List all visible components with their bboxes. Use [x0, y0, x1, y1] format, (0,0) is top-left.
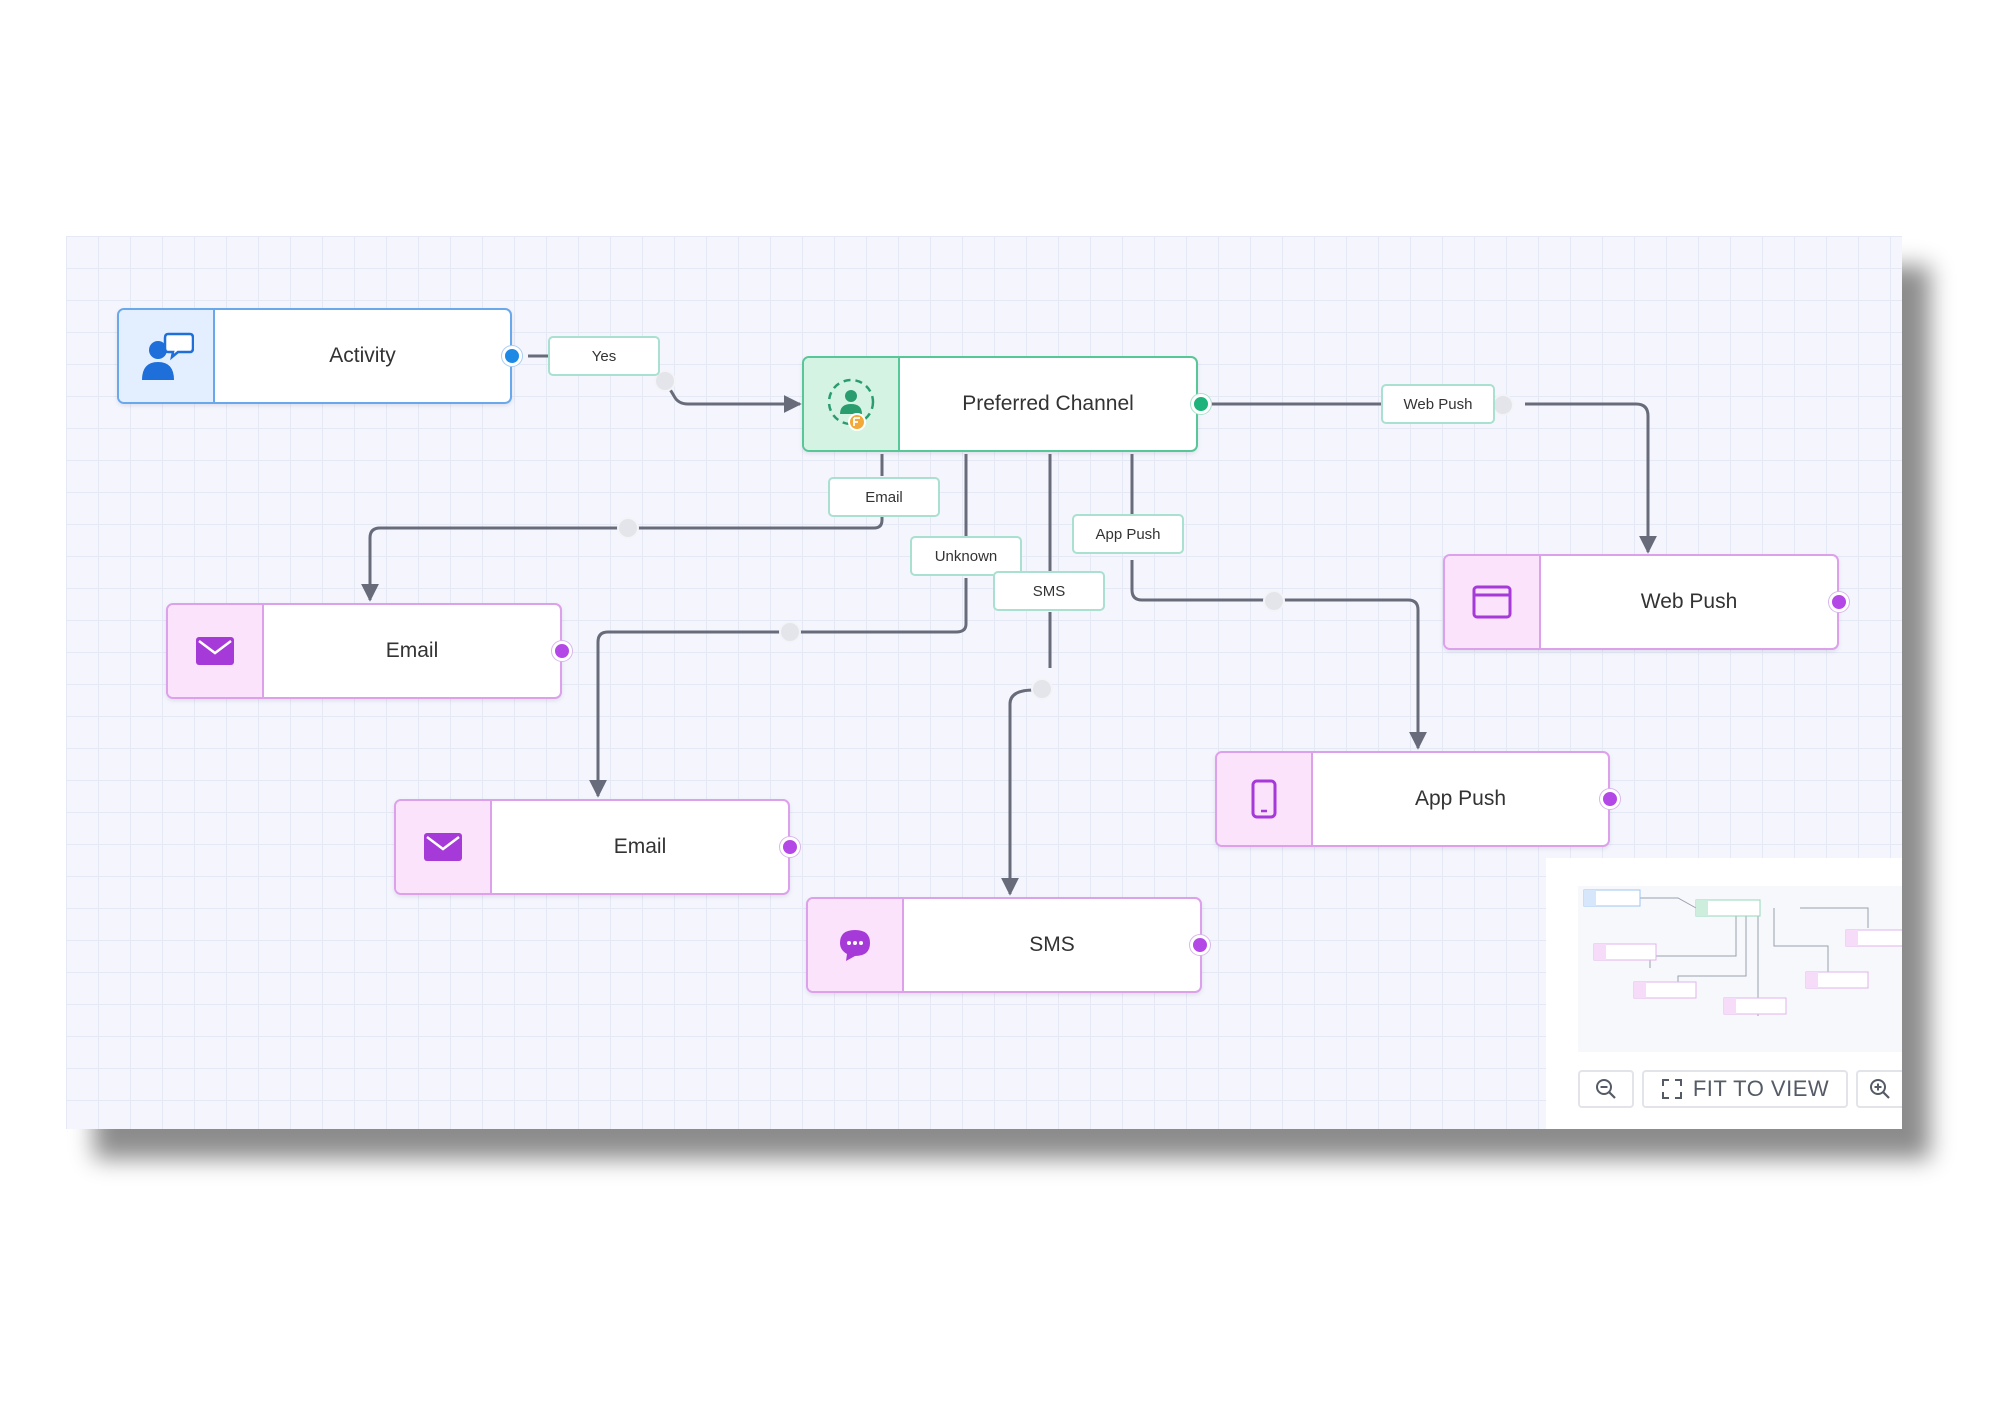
edge-label-web-push[interactable]: Web Push — [1381, 384, 1495, 424]
envelope-icon — [196, 637, 234, 665]
edge-label-unknown[interactable]: Unknown — [910, 536, 1022, 576]
user-chat-icon — [142, 332, 194, 380]
zoom-in-button[interactable] — [1856, 1070, 1902, 1108]
node-email-2-label: Email — [613, 835, 667, 858]
node-email-1-label: Email — [385, 639, 439, 662]
minimap-panel: FIT TO VIEW — [1546, 858, 1909, 1129]
node-email-1[interactable]: Email — [166, 603, 562, 699]
node-web-push-output-port[interactable] — [1829, 592, 1849, 612]
zoom-out-icon — [1596, 1079, 1616, 1099]
chat-bubble-icon — [840, 930, 870, 961]
node-activity-label: Activity — [329, 344, 396, 367]
node-email-2-icon-box — [396, 801, 492, 893]
edge-activity-to-preferred-2 — [666, 385, 802, 413]
zoom-in-icon — [1870, 1079, 1890, 1099]
node-email-2-output-port[interactable] — [780, 837, 800, 857]
zoom-out-button[interactable] — [1578, 1070, 1634, 1108]
preferred-user-icon — [827, 378, 875, 431]
fit-to-view-label: FIT TO VIEW — [1692, 1076, 1830, 1101]
browser-window-icon — [1472, 585, 1512, 619]
edge-label-sms[interactable]: SMS — [993, 571, 1105, 611]
node-sms-label: SMS — [1029, 933, 1075, 956]
node-app-push[interactable]: App Push — [1215, 751, 1610, 847]
node-preferred-channel-icon-box — [804, 358, 900, 450]
node-activity[interactable]: Activity — [117, 308, 512, 404]
node-activity-output-port[interactable] — [502, 346, 522, 366]
node-preferred-channel[interactable]: Preferred Channel — [802, 356, 1198, 452]
edge-handle-yes[interactable] — [654, 370, 676, 392]
minimap-overview — [1583, 889, 1909, 1016]
edge-handle-app-push[interactable] — [1263, 590, 1285, 612]
mobile-phone-icon — [1251, 779, 1277, 819]
edge-preferred-to-email-2-2 — [589, 578, 968, 798]
node-email-1-icon-box — [168, 605, 264, 697]
node-sms[interactable]: SMS — [806, 897, 1202, 993]
edge-handle-web-push[interactable] — [1492, 394, 1514, 416]
edge-label-email[interactable]: Email — [828, 477, 940, 517]
node-preferred-channel-output-port[interactable] — [1191, 394, 1211, 414]
node-sms-icon-box — [808, 899, 904, 991]
edge-preferred-to-webpush-2 — [1525, 402, 1657, 554]
edge-handle-sms[interactable] — [1031, 678, 1053, 700]
node-email-1-output-port[interactable] — [552, 641, 572, 661]
node-email-2[interactable]: Email — [394, 799, 790, 895]
fit-to-view-button[interactable]: FIT TO VIEW — [1642, 1070, 1848, 1108]
fit-screen-icon — [1661, 1079, 1682, 1099]
edge-preferred-to-apppush-2 — [1130, 560, 1427, 750]
node-preferred-channel-label: Preferred Channel — [962, 392, 1134, 415]
node-app-push-output-port[interactable] — [1600, 789, 1620, 809]
edge-label-yes[interactable]: Yes — [548, 336, 660, 376]
node-sms-output-port[interactable] — [1190, 935, 1210, 955]
edge-handle-email-2[interactable] — [779, 621, 801, 643]
node-app-push-label: App Push — [1414, 787, 1507, 810]
edge-handle-email-1[interactable] — [617, 517, 639, 539]
node-web-push-label: Web Push — [1640, 590, 1738, 613]
edge-preferred-to-sms-3 — [1001, 688, 1035, 896]
node-web-push-icon-box — [1445, 556, 1541, 648]
envelope-icon — [424, 833, 462, 861]
node-activity-icon-box — [119, 310, 215, 402]
node-web-push[interactable]: Web Push — [1443, 554, 1839, 650]
edge-label-app-push[interactable]: App Push — [1072, 514, 1184, 554]
minimap-preview[interactable] — [1578, 886, 1909, 1052]
node-app-push-icon-box — [1217, 753, 1313, 845]
